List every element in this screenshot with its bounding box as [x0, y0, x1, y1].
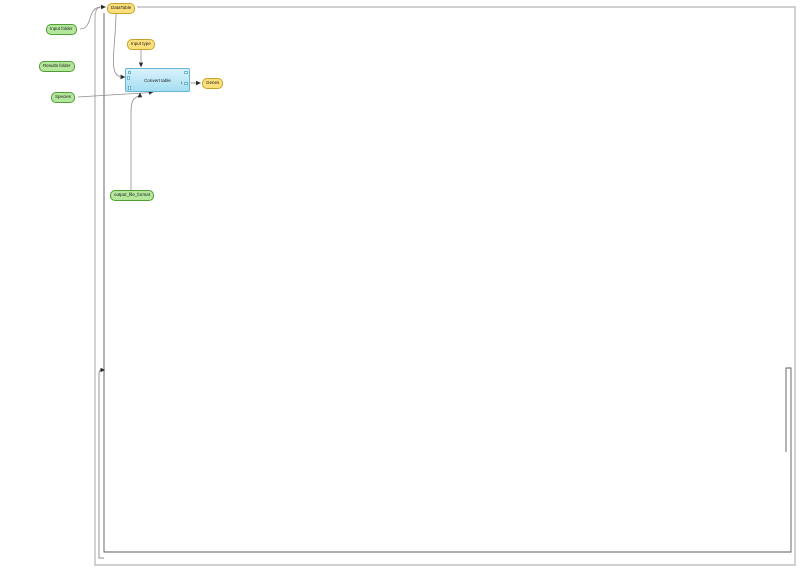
edge-outer-loop — [94, 6, 796, 566]
edge-species-to-convert — [77, 92, 150, 98]
step-convert-table-label: Convert table — [144, 77, 171, 83]
arrowhead-genes — [196, 80, 201, 86]
node-output-file-format[interactable]: output_file_format — [110, 190, 155, 201]
port-icon-top-left — [127, 70, 131, 74]
arrowhead-convert-top — [138, 62, 144, 68]
edge-hook — [98, 369, 104, 559]
port-icon-bottom-left — [127, 86, 131, 90]
node-input-type[interactable]: Input type — [127, 39, 155, 50]
node-results-folder[interactable]: Results folder — [39, 61, 75, 72]
port-icon-output — [184, 81, 188, 85]
node-genes[interactable]: Genes — [202, 78, 224, 89]
port-icon-top-right — [184, 70, 188, 74]
edge-datatable-to-convert — [112, 11, 121, 77]
arrowhead-hook — [100, 367, 105, 373]
step-convert-table[interactable]: Convert table 1 — [125, 68, 190, 92]
node-input-folder[interactable]: Input folder — [46, 24, 77, 35]
node-datatable[interactable]: DataTable — [107, 3, 136, 14]
port-count-label: 1 — [180, 81, 183, 85]
edge-inner-loop — [103, 13, 792, 553]
arrowhead-into-datatable — [101, 4, 106, 10]
arrowhead-convert-bottom — [137, 92, 143, 98]
port-icon-left — [126, 76, 130, 80]
node-species[interactable]: Species — [51, 92, 76, 103]
arrowhead-convert-left — [120, 74, 126, 80]
edge-input-folder-to-datatable — [79, 6, 101, 30]
edge-outputformat-to-convert — [130, 95, 139, 190]
